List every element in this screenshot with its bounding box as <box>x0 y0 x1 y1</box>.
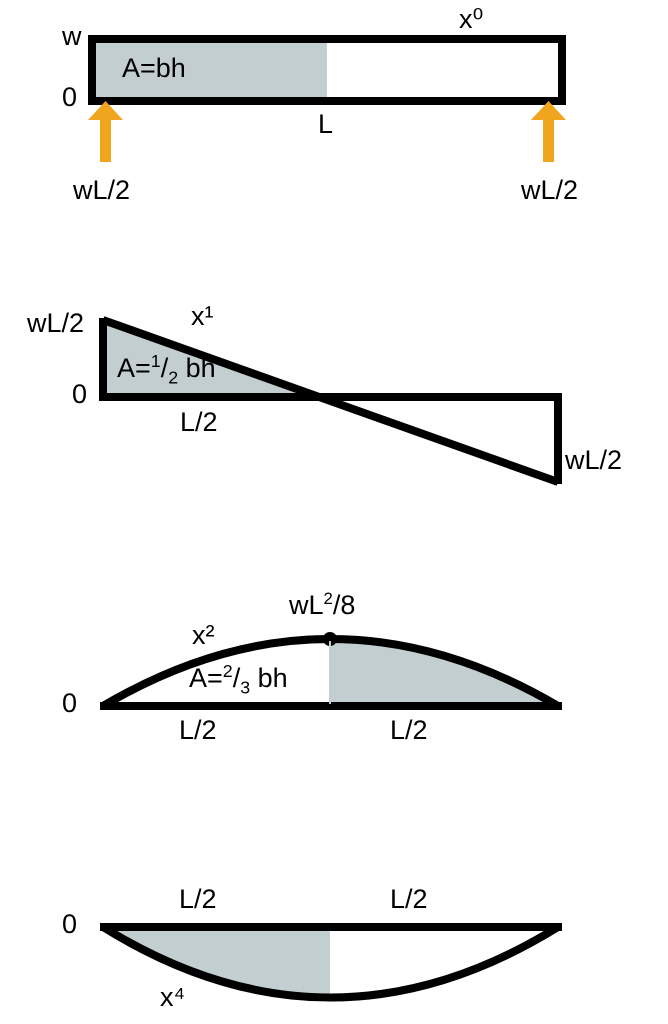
shear-slope-line <box>101 316 560 486</box>
load-area-formula-prefix: A= <box>122 53 156 83</box>
moment-peak-value-label: wL2/8 <box>289 589 356 620</box>
moment-area-formula-label: A=2/3 bh <box>189 662 288 696</box>
reaction-left-label: wL/2 <box>73 175 131 205</box>
load-area-formula-rest: bh <box>155 53 186 83</box>
shear-top-value-label: wL/2 <box>27 308 85 338</box>
moment-area-formula-numerator: 2 <box>222 661 233 681</box>
deflection-curve-order-text: x⁴ <box>160 982 186 1012</box>
moment-zero-axis-label: 0 <box>62 688 78 718</box>
moment-area-formula-denominator: 3 <box>240 677 251 698</box>
shear-area-formula-slash: / <box>160 353 169 383</box>
load-curve-order-label: x⁰ <box>459 6 483 33</box>
moment-diagram-group <box>100 632 562 710</box>
load-span-label: L <box>318 109 334 139</box>
shear-bottom-value-label: wL/2 <box>565 445 623 475</box>
moment-peak-value-exponent: 2 <box>323 589 333 608</box>
moment-area-formula-prefix: A= <box>189 663 223 693</box>
deflection-diagram-shaded-area <box>103 927 330 1000</box>
deflection-diagram-group <box>100 923 562 1002</box>
shear-area-formula-prefix: A= <box>117 353 151 383</box>
moment-area-formula-bh: bh <box>257 663 288 693</box>
moment-curve-order-text: x² <box>192 620 215 650</box>
load-diagram-group <box>88 35 566 162</box>
moment-half-span-left-label: L/2 <box>179 715 217 745</box>
reaction-right-label: wL/2 <box>521 175 579 205</box>
deflection-zero-axis-label: 0 <box>62 909 78 939</box>
deflection-half-span-left-label: L/2 <box>179 884 217 914</box>
reaction-arrow-right-icon <box>531 101 566 162</box>
moment-peak-dot <box>323 632 337 646</box>
shear-area-formula-denominator: 2 <box>168 367 179 388</box>
shear-curve-order-label: x¹ <box>191 303 214 330</box>
moment-peak-value-suffix: /8 <box>332 590 356 620</box>
reaction-arrow-left-icon <box>88 101 123 162</box>
moment-area-formula-slash: / <box>232 663 241 693</box>
deflection-half-span-right-label: L/2 <box>390 884 428 914</box>
deflection-curve-order-label: x⁴ <box>160 984 185 1011</box>
shear-half-span-label: L/2 <box>180 407 218 437</box>
moment-curve-order-label: x² <box>192 622 215 649</box>
shear-diagram-group <box>99 316 562 486</box>
load-zero-axis-label: 0 <box>62 82 78 112</box>
load-top-axis-label: w <box>62 21 82 51</box>
shear-zero-axis-label: 0 <box>72 379 88 409</box>
shear-area-formula-numerator: 1 <box>150 351 161 371</box>
load-area-formula-label: A=bh <box>122 55 186 82</box>
moment-area-formula-space <box>250 663 258 693</box>
load-diagram-rectangle <box>88 35 566 105</box>
moment-half-span-right-label: L/2 <box>390 715 428 745</box>
shear-area-formula-label: A=1/2 bh <box>117 352 216 386</box>
moment-peak-value-prefix: wL <box>289 590 324 620</box>
load-diagram-shaded-area <box>92 39 327 101</box>
deflection-curve <box>100 923 561 1002</box>
shear-area-formula-rest <box>178 353 186 383</box>
shear-curve-order-text: x¹ <box>191 301 214 331</box>
shear-area-formula-bh: bh <box>185 353 216 383</box>
load-curve-order-text: x⁰ <box>459 4 484 34</box>
moment-diagram-shaded-area <box>330 639 558 706</box>
